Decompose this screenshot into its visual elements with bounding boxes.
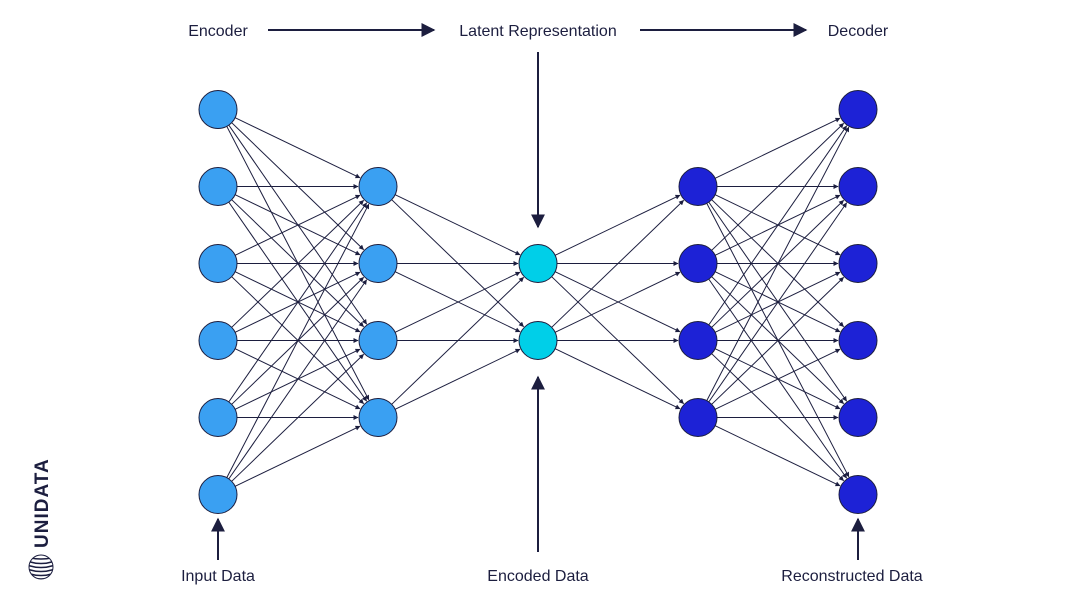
encoder-hidden-layer-node-3 — [358, 321, 398, 360]
connection-3-3-1 — [708, 202, 848, 403]
latent-layer-node-2 — [518, 321, 558, 360]
output-layer-node-3 — [838, 244, 878, 283]
connections — [226, 117, 850, 487]
decoder-hidden-layer-node-1 — [678, 167, 718, 206]
connection-0-0-0 — [234, 117, 361, 179]
connection-2-0-0 — [554, 194, 681, 256]
decoder-hidden-layer-node-2 — [678, 244, 718, 283]
decoder-label: Decoder — [828, 23, 889, 40]
connection-1-3-0 — [391, 277, 524, 405]
connection-0-3-0 — [231, 200, 364, 328]
connection-3-3-3 — [714, 348, 841, 410]
output-layer-node-2 — [838, 167, 878, 206]
encoder-hidden-layer-node-4 — [358, 398, 398, 437]
output-layer-node-1 — [838, 90, 878, 129]
connection-1-2-0 — [394, 271, 521, 333]
latent-representation-label: Latent Representation — [459, 23, 616, 40]
connection-3-1-0 — [711, 123, 844, 251]
output-layer-node-4 — [838, 321, 878, 360]
input-layer-node-5 — [198, 398, 238, 437]
connection-0-5-2 — [231, 354, 364, 482]
connection-3-0-0 — [714, 117, 841, 179]
connection-3-3-5 — [714, 425, 841, 487]
input-layer-node-1 — [198, 90, 238, 129]
decoder-hidden-layer-node-3 — [678, 321, 718, 360]
input-layer-node-6 — [198, 475, 238, 514]
connection-0-5-3 — [234, 425, 361, 487]
connection-2-1-0 — [551, 200, 684, 328]
connection-1-3-1 — [394, 348, 521, 410]
top-flow: Encoder Latent Representation Decoder — [188, 23, 889, 229]
connection-3-3-0 — [706, 126, 850, 401]
input-layer-node-2 — [198, 167, 238, 206]
striped-globe-icon — [28, 554, 54, 580]
neurons — [198, 90, 878, 514]
connection-1-0-0 — [394, 194, 521, 256]
encoder-hidden-layer-node-2 — [358, 244, 398, 283]
encoded-data-label: Encoded Data — [487, 568, 589, 585]
brand-name: UNIDATA — [32, 458, 53, 548]
brand-logo: UNIDATA — [28, 458, 54, 580]
latent-layer-node-1 — [518, 244, 558, 283]
output-layer-node-6 — [838, 475, 878, 514]
connection-2-1-1 — [554, 271, 681, 333]
encoder-hidden-layer-node-1 — [358, 167, 398, 206]
bottom-flow: Input Data Encoded Data Reconstructed Da… — [181, 375, 923, 585]
input-data-label: Input Data — [181, 568, 255, 585]
output-layer-node-5 — [838, 398, 878, 437]
connection-0-5-0 — [226, 203, 370, 478]
connection-3-2-0 — [708, 125, 848, 326]
reconstructed-data-label: Reconstructed Data — [781, 568, 923, 585]
connection-0-5-1 — [228, 279, 368, 480]
input-layer-node-4 — [198, 321, 238, 360]
input-layer-node-3 — [198, 244, 238, 283]
connection-0-2-0 — [234, 194, 361, 256]
connection-3-3-2 — [711, 277, 844, 405]
decoder-hidden-layer-node-4 — [678, 398, 718, 437]
encoder-label: Encoder — [188, 23, 248, 40]
connection-0-4-0 — [228, 202, 368, 403]
connection-2-1-3 — [554, 348, 681, 410]
